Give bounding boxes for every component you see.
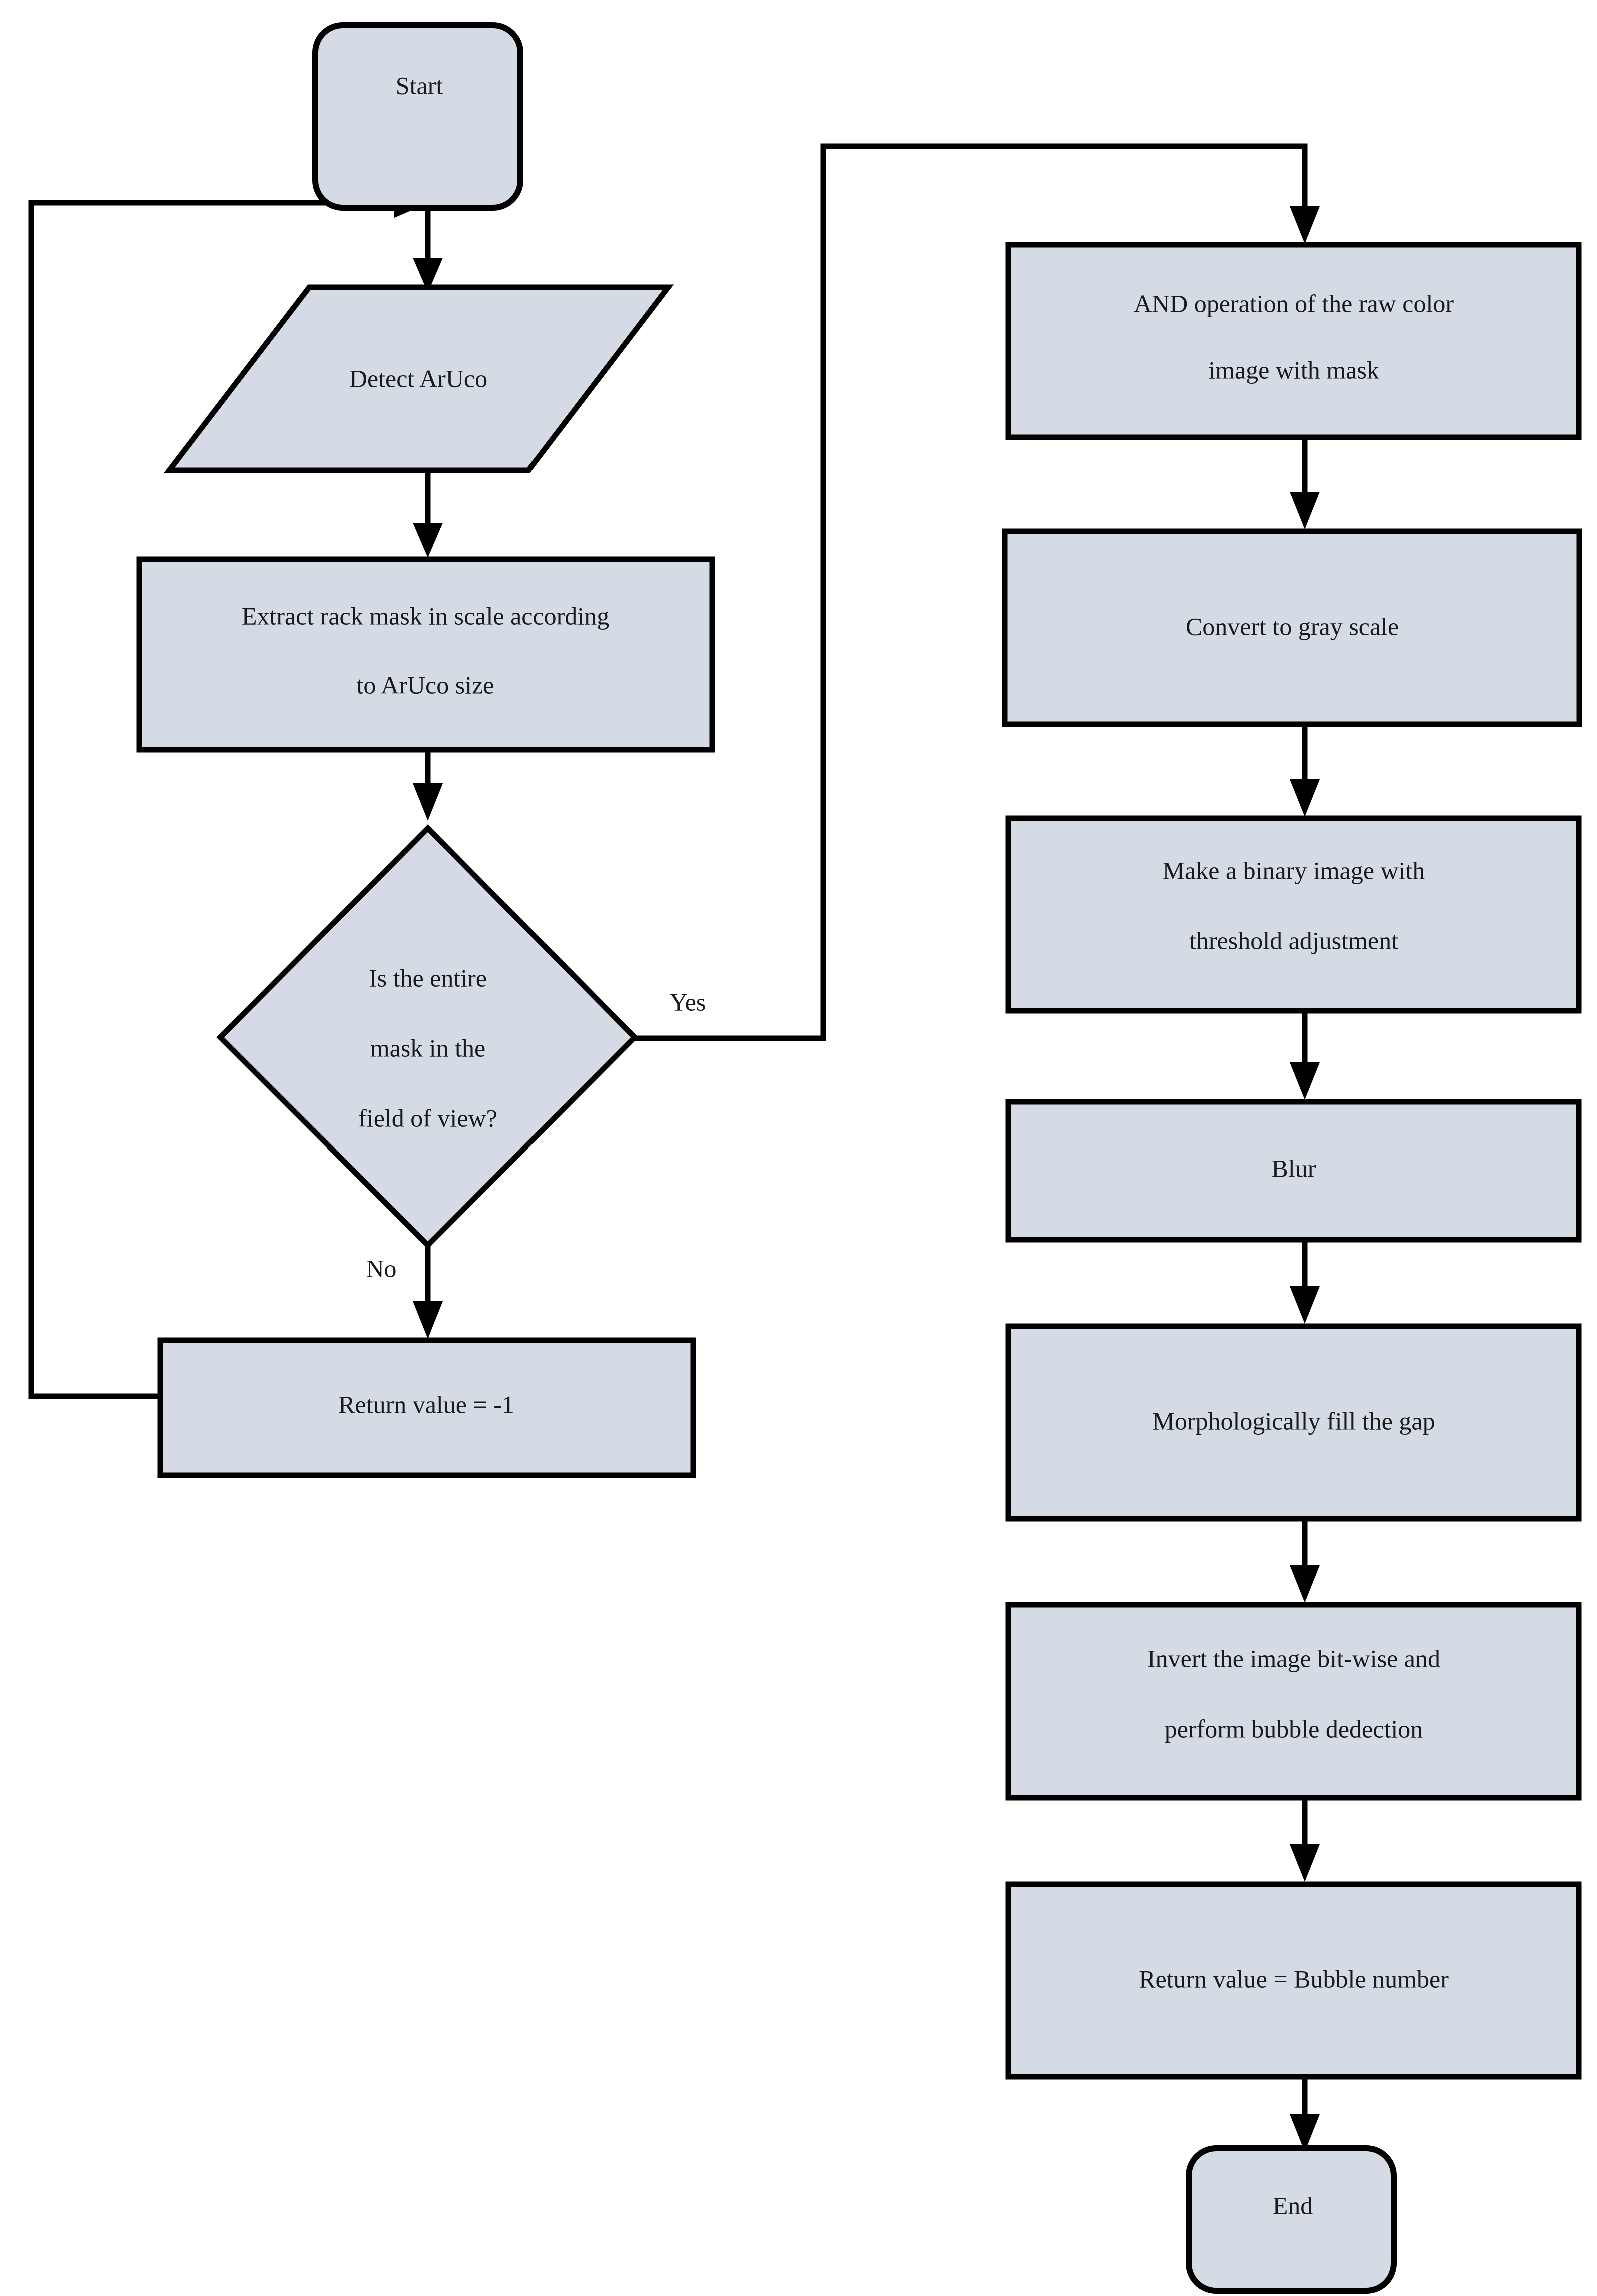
node-invert-and-detect[interactable]: Invert the image bit-wise and perform bu…: [1005, 1602, 1582, 1801]
node-extract-rack-mask-line2: to ArUco size: [357, 671, 494, 699]
arrowhead-gray-in: [1290, 492, 1320, 529]
arrowhead-extract-in: [413, 523, 443, 558]
node-decision-mask-in-fov-shape: [216, 824, 639, 1249]
node-decision-line1: Is the entire: [369, 964, 487, 992]
node-start[interactable]: Start: [312, 22, 523, 211]
node-blur-shape: [1005, 1099, 1582, 1243]
node-start-shape: [312, 22, 523, 211]
arrowhead-returnbubble-in: [1290, 1844, 1320, 1882]
node-and-operation-line2: image with mask: [1208, 356, 1379, 384]
node-morph-fill-gap-shape: [1005, 1323, 1582, 1522]
node-extract-rack-mask-shape: [136, 556, 715, 753]
arrowhead-invert-in: [1290, 1565, 1320, 1603]
node-blur[interactable]: Blur: [1005, 1099, 1582, 1243]
node-convert-to-gray-shape: [1002, 528, 1582, 727]
node-morph-fill-gap[interactable]: Morphologically fill the gap: [1005, 1323, 1582, 1522]
node-end[interactable]: End: [1186, 2145, 1397, 2294]
node-decision-line3: field of view?: [358, 1104, 497, 1132]
edge-label-no: No: [366, 1254, 396, 1282]
node-and-operation-line1: AND operation of the raw color: [1134, 289, 1454, 317]
node-return-bubble-number[interactable]: Return value = Bubble number: [1005, 1881, 1582, 2080]
node-invert-and-detect-line1: Invert the image bit-wise and: [1147, 1644, 1440, 1672]
node-invert-and-detect-shape: [1005, 1602, 1582, 1801]
node-detect-aruco[interactable]: Detect ArUco: [163, 284, 674, 473]
node-convert-to-gray[interactable]: Convert to gray scale: [1002, 528, 1582, 727]
node-invert-and-detect-line2: perform bubble dedection: [1165, 1714, 1423, 1743]
arrowhead-decision-in: [413, 783, 443, 821]
node-make-binary-image-line1: Make a binary image with: [1163, 856, 1425, 884]
node-start-label: Start: [396, 71, 443, 99]
node-detect-aruco-label: Detect ArUco: [349, 364, 487, 392]
node-return-bubble-number-shape: [1005, 1881, 1582, 2080]
node-end-label: End: [1273, 2191, 1313, 2219]
node-return-bubble-number-label: Return value = Bubble number: [1139, 1965, 1449, 1993]
arrowhead-blur-in: [1290, 1062, 1320, 1100]
node-make-binary-image-shape: [1005, 815, 1582, 1014]
arrowhead-morph-in: [1290, 1286, 1320, 1324]
edge-returnminus-to-detect-loop: [28, 200, 408, 1399]
arrowhead-end-in: [1290, 2114, 1320, 2152]
edge-label-yes: Yes: [670, 988, 706, 1016]
node-return-minus-one-shape: [157, 1337, 696, 1478]
edge-decision-yes-to-andop: [633, 143, 1308, 1041]
node-extract-rack-mask-line1: Extract rack mask in scale according: [242, 602, 609, 630]
node-and-operation-shape: [1005, 242, 1582, 440]
node-extract-rack-mask[interactable]: Extract rack mask in scale according to …: [136, 556, 715, 753]
node-decision-mask-in-fov[interactable]: Is the entire mask in the field of view?: [216, 824, 639, 1249]
node-make-binary-image[interactable]: Make a binary image with threshold adjus…: [1005, 815, 1582, 1014]
node-detect-aruco-shape: [163, 284, 674, 473]
arrowhead-returnminus-in: [413, 1301, 443, 1339]
node-return-minus-one[interactable]: Return value = -1: [157, 1337, 696, 1478]
node-convert-to-gray-label: Convert to gray scale: [1186, 612, 1399, 640]
node-end-shape: [1186, 2145, 1397, 2294]
node-return-minus-one-label: Return value = -1: [338, 1390, 514, 1418]
node-morph-fill-gap-label: Morphologically fill the gap: [1152, 1407, 1435, 1435]
node-blur-label: Blur: [1272, 1154, 1316, 1182]
arrowhead-detect-in: [413, 258, 443, 293]
node-and-operation[interactable]: AND operation of the raw color image wit…: [1005, 242, 1582, 440]
arrowhead-binary-in: [1290, 779, 1320, 817]
node-decision-line2: mask in the: [370, 1034, 486, 1062]
arrowhead-andop-in: [1290, 206, 1320, 244]
node-make-binary-image-line2: threshold adjustment: [1189, 926, 1398, 954]
